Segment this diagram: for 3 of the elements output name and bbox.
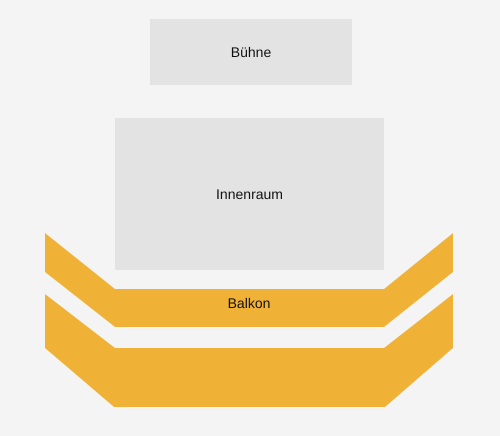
- area-label: Innenraum: [216, 186, 283, 202]
- area-label: Bühne: [230, 44, 272, 60]
- area-label: Balkon: [228, 295, 270, 311]
